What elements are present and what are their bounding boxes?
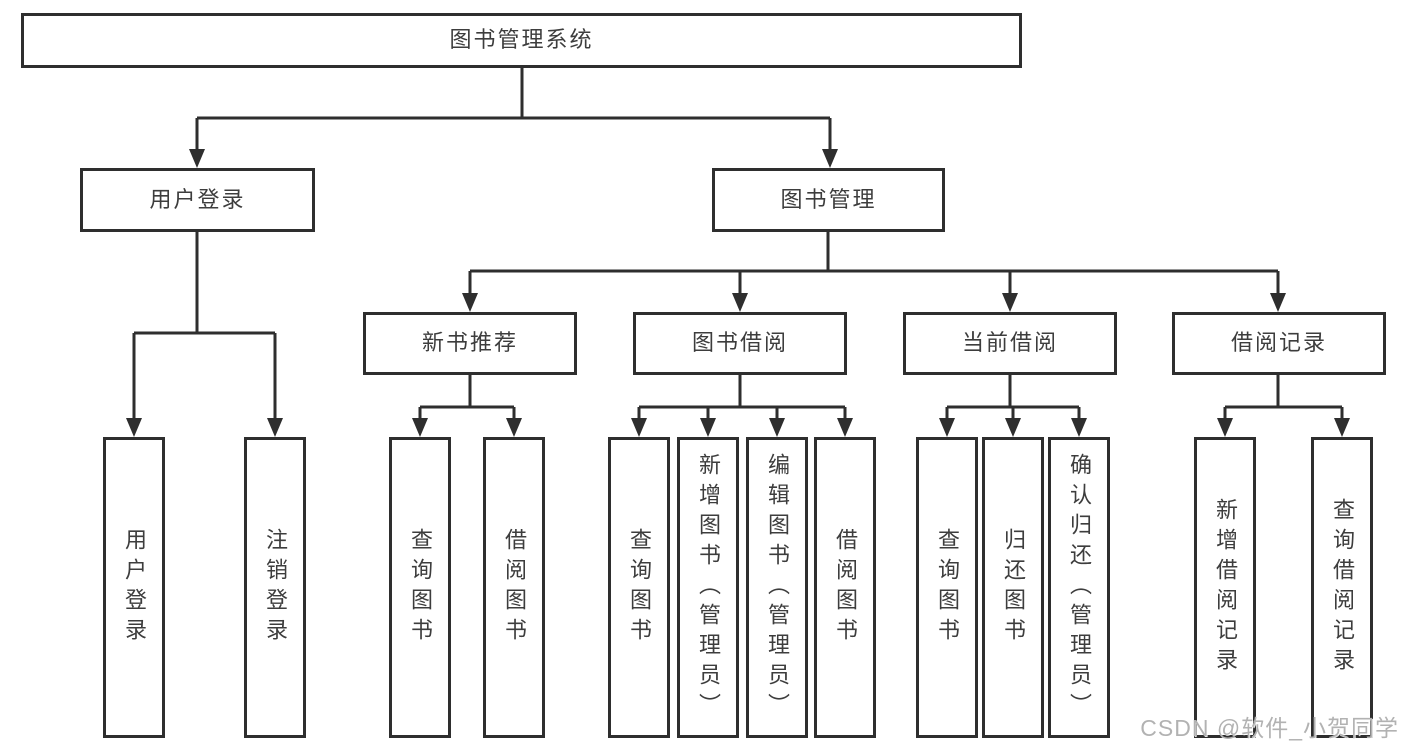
node-add-book-admin: 新增图书（管理员） (677, 437, 739, 738)
node-borrow-books-leaf-label: 借阅图书 (833, 527, 858, 648)
node-current-borrowing: 当前借阅 (903, 312, 1117, 375)
node-borrow-books-recommend-label: 借阅图书 (502, 527, 527, 648)
node-borrow-books-leaf: 借阅图书 (814, 437, 876, 738)
node-query-borrow-record-label: 查询借阅记录 (1330, 497, 1355, 678)
node-borrowing-records: 借阅记录 (1172, 312, 1386, 375)
node-query-books-recommend-label: 查询图书 (408, 527, 433, 648)
node-current-borrowing-label: 当前借阅 (961, 330, 1058, 356)
node-user-login-leaf: 用户登录 (103, 437, 165, 738)
node-user-login-leaf-label: 用户登录 (122, 527, 147, 648)
node-add-book-admin-label: 新增图书（管理员） (696, 452, 721, 723)
node-query-books-recommend: 查询图书 (389, 437, 451, 738)
node-new-book-recommend-label: 新书推荐 (421, 330, 518, 356)
node-confirm-return-admin-label: 确认归还（管理员） (1067, 452, 1092, 723)
node-book-management: 图书管理 (712, 168, 945, 232)
node-query-borrow-record: 查询借阅记录 (1311, 437, 1373, 738)
arrowheads (126, 149, 1350, 437)
node-borrow-books-recommend: 借阅图书 (483, 437, 545, 738)
node-edit-book-admin-label: 编辑图书（管理员） (765, 452, 790, 723)
node-query-books-current-label: 查询图书 (935, 527, 960, 648)
node-root: 图书管理系统 (21, 13, 1022, 68)
node-root-label: 图书管理系统 (449, 27, 594, 53)
node-book-management-label: 图书管理 (780, 186, 877, 212)
node-book-borrowing-label: 图书借阅 (691, 330, 788, 356)
node-add-borrow-record: 新增借阅记录 (1194, 437, 1256, 738)
node-confirm-return-admin: 确认归还（管理员） (1048, 437, 1110, 738)
node-logout-label: 注销登录 (263, 527, 288, 648)
node-query-books-borrowing: 查询图书 (608, 437, 670, 738)
node-query-books-borrowing-label: 查询图书 (627, 527, 652, 648)
node-edit-book-admin: 编辑图书（管理员） (746, 437, 808, 738)
node-book-borrowing: 图书借阅 (633, 312, 847, 375)
node-return-book-label: 归还图书 (1001, 527, 1026, 648)
node-borrowing-records-label: 借阅记录 (1230, 330, 1327, 356)
node-user-login: 用户登录 (80, 168, 315, 232)
node-new-book-recommend: 新书推荐 (363, 312, 577, 375)
node-logout: 注销登录 (244, 437, 306, 738)
node-user-login-label: 用户登录 (149, 186, 246, 212)
node-add-borrow-record-label: 新增借阅记录 (1213, 497, 1238, 678)
node-return-book: 归还图书 (982, 437, 1044, 738)
connector-paths (132, 68, 1344, 423)
csdn-watermark: CSDN @软件_小贺同学 (1140, 715, 1399, 741)
node-query-books-current: 查询图书 (916, 437, 978, 738)
